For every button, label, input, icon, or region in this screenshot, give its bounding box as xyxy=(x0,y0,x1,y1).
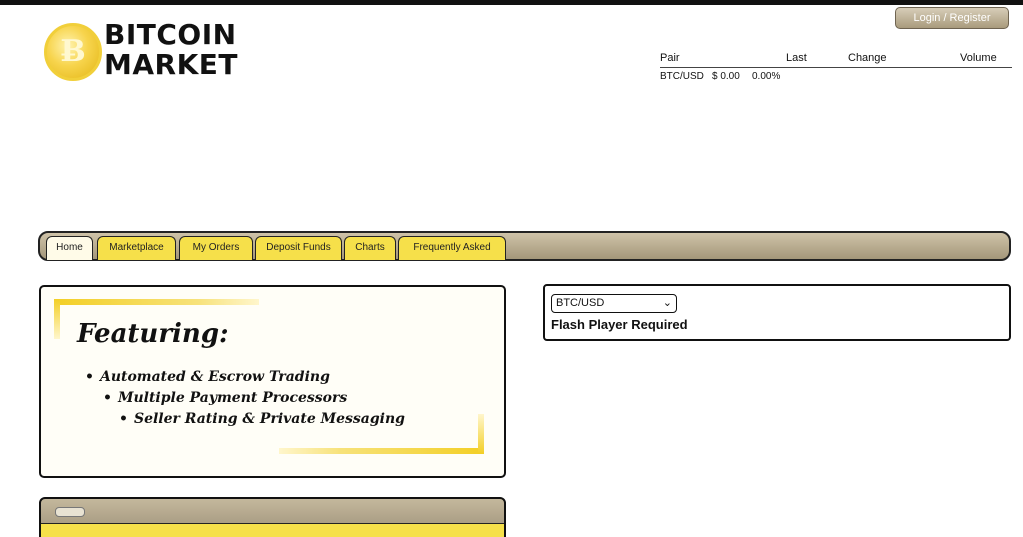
ticker-header: Pair Last Change Volume xyxy=(660,50,1012,68)
tab-charts[interactable]: Charts xyxy=(344,236,396,260)
tab-my-orders[interactable]: My Orders xyxy=(179,236,253,260)
tab-deposit-funds[interactable]: Deposit Funds xyxy=(255,236,342,260)
tab-marketplace[interactable]: Marketplace xyxy=(97,236,176,260)
main-nav: Home Marketplace My Orders Deposit Funds… xyxy=(38,231,1011,261)
panel-tab[interactable] xyxy=(55,507,85,517)
top-border xyxy=(0,0,1023,5)
panel-body xyxy=(41,523,504,537)
feature-item: Automated & Escrow Trading xyxy=(85,369,330,385)
bitcoin-coin-icon: Ƀ xyxy=(44,23,102,81)
login-button[interactable]: Login / Register xyxy=(895,7,1009,29)
site-logo[interactable]: Ƀ BITCOIN MARKET xyxy=(42,18,252,84)
logo-wordmark: BITCOIN MARKET xyxy=(104,18,239,81)
ticker-col-change: Change xyxy=(848,52,887,64)
price-chart-panel: BTC/USD ⌄ Flash Player Required xyxy=(543,284,1011,341)
pair-select[interactable]: BTC/USD ⌄ xyxy=(551,294,677,313)
chevron-down-icon: ⌄ xyxy=(662,297,672,309)
ticker-change: 0.00% xyxy=(752,71,781,82)
tab-home[interactable]: Home xyxy=(46,236,93,260)
decorative-corner xyxy=(478,414,484,454)
price-ticker: Pair Last Change Volume BTC/USD $ 0.00 0… xyxy=(660,50,1012,86)
ticker-col-pair: Pair xyxy=(660,52,680,64)
ticker-last: $ 0.00 xyxy=(712,71,740,82)
ticker-row: BTC/USD $ 0.00 0.00% xyxy=(660,70,1012,86)
tab-faq[interactable]: Frequently Asked xyxy=(398,236,506,260)
decorative-corner xyxy=(54,299,259,305)
feature-item: Multiple Payment Processors xyxy=(103,390,347,406)
decorative-corner xyxy=(54,299,60,339)
ticker-pair: BTC/USD xyxy=(660,71,704,82)
ticker-col-last: Last xyxy=(786,52,807,64)
featuring-panel: Featuring: Automated & Escrow Trading Mu… xyxy=(39,285,506,478)
secondary-panel xyxy=(39,497,506,537)
flash-required-message: Flash Player Required xyxy=(551,317,688,332)
decorative-corner xyxy=(279,448,484,454)
featuring-title: Featuring: xyxy=(77,319,229,349)
ticker-col-volume: Volume xyxy=(960,52,997,64)
feature-item: Seller Rating & Private Messaging xyxy=(119,411,405,427)
